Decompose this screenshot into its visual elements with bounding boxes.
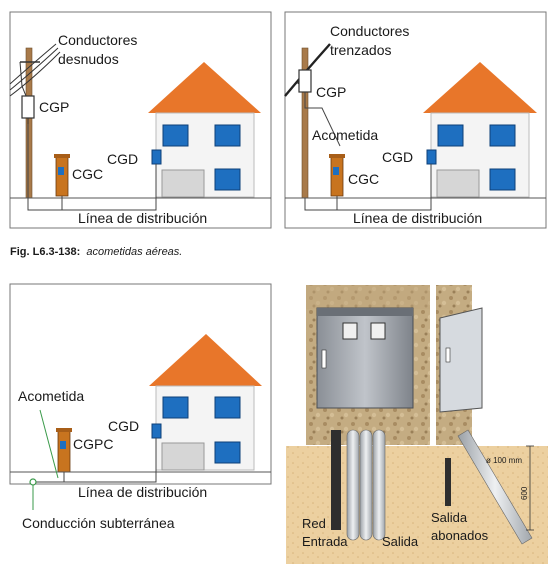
label-cgd-c: CGD xyxy=(108,418,139,434)
underground-marker xyxy=(29,478,37,486)
label-600: 600 xyxy=(520,486,529,500)
diagram-b: Conductores trenzados CGP Acometida CGC … xyxy=(284,11,547,229)
caption-ref: Fig. L6.3-138: xyxy=(10,246,80,258)
figure-caption: Fig. L6.3-138: acometidas aéreas. xyxy=(10,246,182,258)
distribution-line-c xyxy=(63,438,157,483)
label-cgd-b: CGD xyxy=(382,149,413,165)
label-conductores-a: Conductores xyxy=(58,32,137,48)
cgp-box-b xyxy=(298,69,312,93)
label-cgpc-c: CGPC xyxy=(73,436,113,452)
distribution-line-b xyxy=(336,164,432,211)
label-linea-c: Línea de distribución xyxy=(78,484,207,500)
window-c3 xyxy=(214,441,241,464)
label-cgc-a: CGC xyxy=(72,166,103,182)
label-cgp-b: CGP xyxy=(316,84,346,100)
label-diameter: ø 100 mm xyxy=(486,456,522,465)
label-salida-abonados-2: abonados xyxy=(431,528,489,543)
bare-conductor xyxy=(9,43,57,85)
window-b2 xyxy=(489,124,516,147)
acometida-pointer-c xyxy=(39,409,59,479)
svg-text:Fig. L6.3-138: acometida: Fig. L6.3-138: acometidas aéreas. xyxy=(10,246,182,258)
garage-b xyxy=(436,169,480,198)
cgd-box-b xyxy=(426,149,437,165)
cgd-box-a xyxy=(151,149,162,165)
pipe-diagonal xyxy=(457,429,533,545)
pipe-middle xyxy=(359,429,373,541)
label-acometida-c: Acometida xyxy=(18,388,84,404)
window-c2 xyxy=(214,396,241,419)
label-salida: Salida xyxy=(382,534,419,549)
window-b3 xyxy=(489,168,516,191)
cgc-box-a xyxy=(55,155,69,197)
window-a1 xyxy=(162,124,189,147)
distribution-line-a xyxy=(27,124,157,211)
window-a2 xyxy=(214,124,241,147)
acometida-line-b xyxy=(304,92,341,147)
window-c1 xyxy=(162,396,189,419)
pipe-salida xyxy=(372,429,386,541)
label-cgp-a: CGP xyxy=(39,99,69,115)
label-red: Red xyxy=(302,516,326,531)
window-b1 xyxy=(437,124,464,147)
cabinet-window-1 xyxy=(342,322,358,340)
cgpc-box-c xyxy=(57,429,71,473)
caption-text: acometidas aéreas. xyxy=(86,246,182,258)
label-conduccion-c: Conducción subterránea xyxy=(22,515,175,531)
cgp-box-a xyxy=(21,95,35,119)
cable-dark xyxy=(331,430,341,530)
window-a3 xyxy=(214,168,241,191)
cgd-box-c xyxy=(151,423,162,439)
label-acometida-b: Acometida xyxy=(312,127,378,143)
cabinet-window-2 xyxy=(370,322,386,340)
garage-c xyxy=(161,442,205,471)
label-entrada: Entrada xyxy=(302,534,348,549)
label-salida-abonados-1: Salida xyxy=(431,510,468,525)
label-cgc-b: CGC xyxy=(348,171,379,187)
label-desnudos-a: desnudos xyxy=(58,51,119,67)
garage-a xyxy=(161,169,205,198)
cabinet-door xyxy=(439,307,483,413)
house-roof-a xyxy=(148,62,261,113)
label-cgd-a: CGD xyxy=(107,151,138,167)
diagram-d: 600 ø 100 mm Red Entrada Salida Salida a… xyxy=(286,285,548,564)
label-conductores-b: Conductores xyxy=(330,23,409,39)
cgc-box-b xyxy=(330,155,344,197)
diagram-a: Conductores desnudos CGP CGC CGD Línea d… xyxy=(9,11,272,229)
label-linea-a: Línea de distribución xyxy=(78,210,207,226)
label-trenzados-b: trenzados xyxy=(330,42,391,58)
label-linea-b: Línea de distribución xyxy=(353,210,482,226)
house-roof-b xyxy=(423,62,537,113)
pole-a xyxy=(25,47,33,199)
diagram-c: Acometida CGD CGPC Línea de distribución… xyxy=(9,283,272,531)
cabinet-box xyxy=(316,307,414,409)
pipe-entrada xyxy=(346,429,360,541)
house-roof-c xyxy=(149,334,262,386)
